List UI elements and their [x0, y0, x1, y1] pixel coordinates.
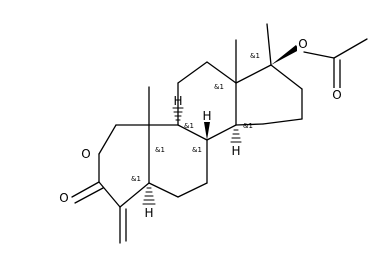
stereo-label-c9: &1: [184, 122, 194, 130]
hydrogen-label-c14: H: [231, 144, 240, 158]
bond: [266, 23, 272, 66]
bond: [177, 124, 208, 141]
bond: [270, 64, 303, 90]
hashed-bond: [142, 187, 156, 205]
hashed-bond: [230, 129, 242, 143]
stereo-labels: &1 &1 &1 &1 &1 &1 &1: [131, 52, 260, 183]
wedge-bond: [271, 45, 299, 65]
wedge-bond: [204, 122, 210, 140]
stereo-label-c13: &1: [214, 83, 224, 91]
bond: [148, 182, 179, 198]
stereo-label-c14: &1: [243, 122, 253, 130]
bond: [235, 123, 264, 126]
carbonyl-oxygen-label: O: [59, 191, 68, 205]
bond: [74, 187, 104, 204]
atom-labels: O O O O H H H H: [58, 37, 343, 220]
stereo-label-c17: &1: [250, 52, 260, 60]
stereo-bonds: [142, 45, 299, 205]
stereo-label-c10: &1: [155, 146, 165, 154]
hydrogen-label-c5: H: [144, 206, 153, 220]
stereo-label-c5: &1: [131, 175, 141, 183]
bond: [98, 124, 117, 155]
hashed-bond: [172, 107, 184, 121]
ring-oxygen-label: O: [81, 147, 90, 161]
bond: [333, 38, 368, 59]
bond: [262, 118, 303, 125]
bond: [235, 64, 272, 84]
ester-oxygen-label: O: [298, 37, 307, 51]
bonds: [71, 23, 368, 244]
bond: [206, 61, 237, 84]
bond: [206, 124, 237, 141]
bond: [98, 181, 121, 208]
bond: [119, 182, 150, 208]
bond: [177, 182, 208, 198]
hydrogen-label-c8: H: [202, 109, 211, 123]
bond: [71, 181, 100, 198]
bond: [177, 61, 208, 84]
stereo-label-c8: &1: [192, 146, 202, 154]
bond: [303, 51, 335, 59]
hydrogen-label-c9: H: [173, 94, 182, 108]
acetyl-oxygen-label: O: [332, 88, 341, 102]
